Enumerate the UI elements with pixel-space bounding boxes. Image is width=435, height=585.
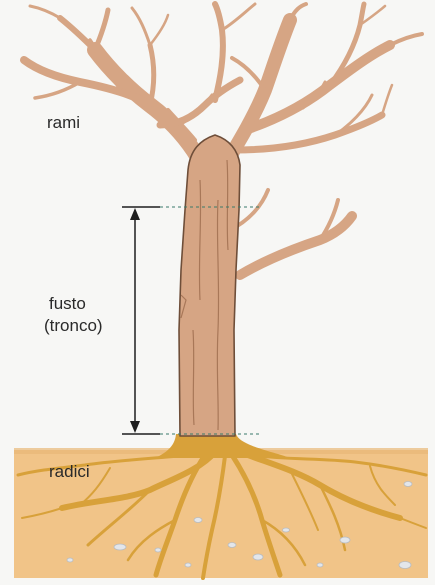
label-radici: radici <box>49 462 90 482</box>
label-tronco: (tronco) <box>44 316 103 336</box>
tree-trunk <box>179 135 240 436</box>
label-fusto: fusto <box>49 294 86 314</box>
label-rami: rami <box>47 113 80 133</box>
arrowhead-up-icon <box>130 208 140 220</box>
root-flare <box>155 434 290 458</box>
arrowhead-down-icon <box>130 421 140 433</box>
